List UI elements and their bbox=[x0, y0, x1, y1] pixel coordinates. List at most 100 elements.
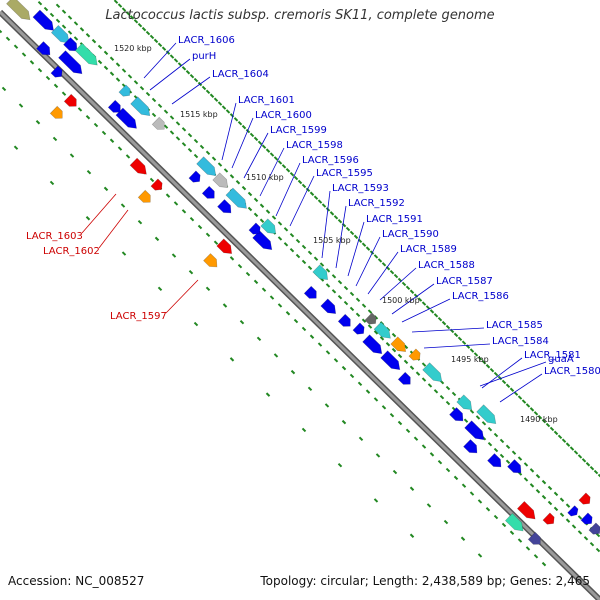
tick-mark bbox=[18, 103, 24, 108]
gene-arrow bbox=[50, 65, 63, 78]
tick-mark bbox=[409, 289, 415, 294]
tick-mark bbox=[181, 66, 187, 71]
gene-arrow bbox=[63, 37, 78, 52]
tick-mark bbox=[177, 62, 183, 67]
tick-mark bbox=[125, 11, 131, 16]
tick-mark bbox=[553, 491, 559, 497]
tick-mark bbox=[409, 533, 415, 538]
tick-mark bbox=[77, 107, 83, 112]
scale-label: 1505 kbp bbox=[313, 236, 351, 245]
tick-mark bbox=[211, 156, 217, 161]
tick-mark bbox=[154, 236, 160, 242]
scale-label: 1520 kbp bbox=[114, 44, 152, 53]
tick-mark bbox=[181, 209, 187, 214]
tick-mark bbox=[493, 432, 499, 438]
tick-mark bbox=[349, 230, 355, 236]
tick-mark bbox=[199, 144, 205, 150]
tick-mark bbox=[443, 519, 449, 525]
tick-mark bbox=[475, 415, 481, 420]
tick-mark bbox=[117, 146, 123, 151]
tick-mark bbox=[283, 242, 289, 247]
tick-mark bbox=[499, 438, 505, 444]
tick-mark bbox=[549, 426, 555, 432]
tick-mark bbox=[405, 428, 411, 434]
tick-mark bbox=[67, 30, 73, 35]
tick-mark bbox=[426, 503, 432, 508]
gene-arrow bbox=[212, 172, 229, 188]
gene-arrow bbox=[588, 522, 600, 535]
tick-mark bbox=[277, 236, 283, 241]
tick-mark bbox=[355, 297, 361, 303]
gene-arrow bbox=[303, 285, 317, 299]
leader-line bbox=[321, 190, 331, 259]
gene-label-forward: LACR_1592 bbox=[348, 198, 405, 209]
tick-mark bbox=[381, 262, 387, 267]
tick-mark bbox=[21, 52, 27, 57]
tick-mark bbox=[49, 12, 55, 18]
tick-mark bbox=[343, 300, 349, 306]
tick-mark bbox=[501, 522, 507, 528]
tick-mark bbox=[437, 459, 443, 465]
tick-mark bbox=[573, 450, 579, 455]
leader-line bbox=[259, 147, 285, 197]
tick-mark bbox=[293, 318, 299, 324]
tick-mark bbox=[547, 485, 553, 491]
gene-arrow bbox=[188, 170, 201, 183]
tick-mark bbox=[241, 124, 247, 130]
tick-mark bbox=[189, 73, 195, 79]
gene-arrow bbox=[380, 350, 401, 371]
tick-mark bbox=[379, 336, 385, 341]
tick-mark bbox=[425, 305, 431, 310]
tick-mark bbox=[493, 371, 499, 377]
tick-mark bbox=[217, 162, 223, 167]
tick-mark bbox=[525, 403, 531, 408]
tick-mark bbox=[115, 77, 121, 82]
gene-arrow bbox=[507, 459, 522, 474]
tick-mark bbox=[193, 321, 199, 327]
gene-label-forward: LACR_1599 bbox=[270, 125, 327, 136]
leader-line bbox=[355, 236, 381, 287]
tick-mark bbox=[35, 120, 41, 125]
tick-mark bbox=[469, 348, 475, 353]
tick-mark bbox=[403, 344, 409, 350]
gene-arrow bbox=[217, 199, 232, 214]
tick-mark bbox=[93, 122, 99, 128]
tick-mark bbox=[429, 309, 435, 314]
gene-arrow bbox=[364, 312, 377, 325]
tick-mark bbox=[463, 418, 469, 423]
gene-arrow bbox=[487, 453, 502, 468]
tick-mark bbox=[409, 486, 415, 491]
tick-mark bbox=[309, 191, 315, 196]
tick-mark bbox=[545, 422, 551, 428]
gene-label-forward: guaA bbox=[548, 354, 574, 365]
scale-label: 1490 kbp bbox=[520, 415, 558, 424]
topology-summary: Topology: circular; Length: 2,438,589 bp… bbox=[260, 574, 590, 588]
tick-mark bbox=[317, 342, 323, 347]
leader-line bbox=[479, 361, 547, 387]
tick-mark bbox=[201, 85, 207, 91]
tick-mark bbox=[361, 303, 367, 308]
gene-arrow bbox=[107, 99, 121, 113]
tick-mark bbox=[331, 289, 337, 294]
tick-mark bbox=[289, 247, 295, 253]
tick-mark bbox=[509, 530, 515, 535]
tick-mark bbox=[269, 295, 275, 300]
tick-mark bbox=[457, 336, 463, 342]
tick-mark bbox=[460, 536, 466, 541]
tick-mark bbox=[141, 26, 147, 32]
tick-mark bbox=[187, 132, 193, 138]
tick-mark bbox=[169, 130, 175, 135]
tick-mark bbox=[109, 138, 115, 143]
gene-arrow bbox=[527, 531, 541, 545]
tick-mark bbox=[301, 244, 307, 250]
tick-mark bbox=[0, 29, 3, 34]
tick-mark bbox=[427, 383, 433, 388]
gene-arrow bbox=[260, 218, 277, 234]
gene-arrow bbox=[32, 9, 54, 31]
gene-arrow bbox=[118, 84, 131, 97]
scale-label: 1495 kbp bbox=[451, 355, 489, 364]
gene-arrow bbox=[225, 187, 247, 209]
tick-mark bbox=[565, 442, 571, 447]
tick-mark bbox=[307, 386, 313, 392]
tick-mark bbox=[429, 452, 435, 457]
